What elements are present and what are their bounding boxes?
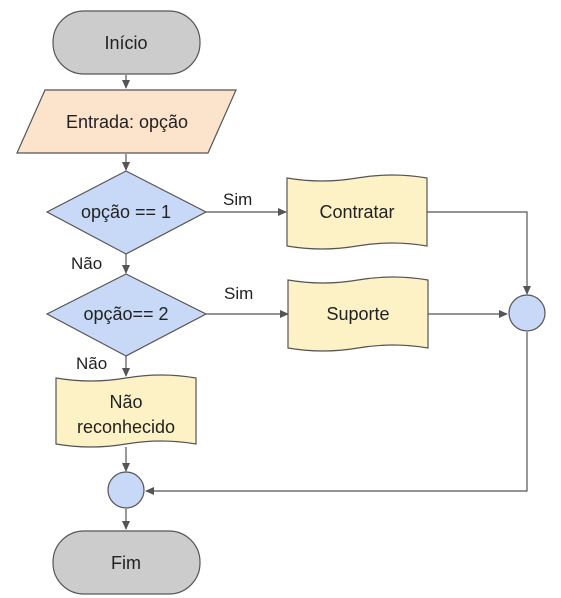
- connector-right[interactable]: [508, 294, 546, 332]
- edge-connector-right-to-connector-bottom: [145, 332, 528, 495]
- edge-label-d1-yes: Sim: [223, 190, 252, 209]
- document-suporte-label: Suporte: [326, 304, 389, 324]
- document-nao-reconhecido-label-line2: reconhecido: [77, 417, 175, 437]
- decision-1[interactable]: opção == 1: [45, 170, 208, 255]
- decision-1-label: opção == 1: [81, 202, 171, 222]
- edge-label-d2-yes: Sim: [224, 284, 253, 303]
- terminal-start-shape: [52, 10, 201, 75]
- connector-right-shape: [508, 294, 546, 332]
- document-suporte-shape: [287, 276, 429, 352]
- terminal-end-label: Fim: [111, 553, 141, 573]
- decision-2-shape: [45, 273, 208, 357]
- decision-2-label: opção== 2: [83, 304, 168, 324]
- edges: [122, 75, 531, 530]
- connector-bottom[interactable]: [107, 471, 145, 509]
- document-nao-reconhecido-label-line1: Não: [109, 392, 142, 412]
- io-input[interactable]: Entrada: opção: [16, 89, 237, 154]
- edge-contratar-to-connector-right: [427, 211, 531, 295]
- document-suporte[interactable]: Suporte: [287, 276, 429, 352]
- decision-1-shape: [45, 170, 208, 255]
- document-contratar-shape: [286, 174, 428, 250]
- io-input-shape: [16, 89, 237, 154]
- edge-label-d1-no: Não: [71, 254, 102, 273]
- document-contratar-label: Contratar: [319, 202, 394, 222]
- connector-bottom-shape: [107, 471, 145, 509]
- document-nao-reconhecido-shape: [55, 374, 197, 448]
- terminal-end-shape: [52, 530, 201, 595]
- edge-label-d2-no: Não: [76, 354, 107, 373]
- terminal-end[interactable]: Fim: [52, 530, 201, 595]
- terminal-start[interactable]: Início: [52, 10, 201, 75]
- decision-2[interactable]: opção== 2: [45, 273, 208, 357]
- io-input-label: Entrada: opção: [66, 112, 188, 132]
- terminal-start-label: Início: [104, 33, 147, 53]
- document-nao-reconhecido[interactable]: Não reconhecido: [55, 374, 197, 448]
- document-contratar[interactable]: Contratar: [286, 174, 428, 250]
